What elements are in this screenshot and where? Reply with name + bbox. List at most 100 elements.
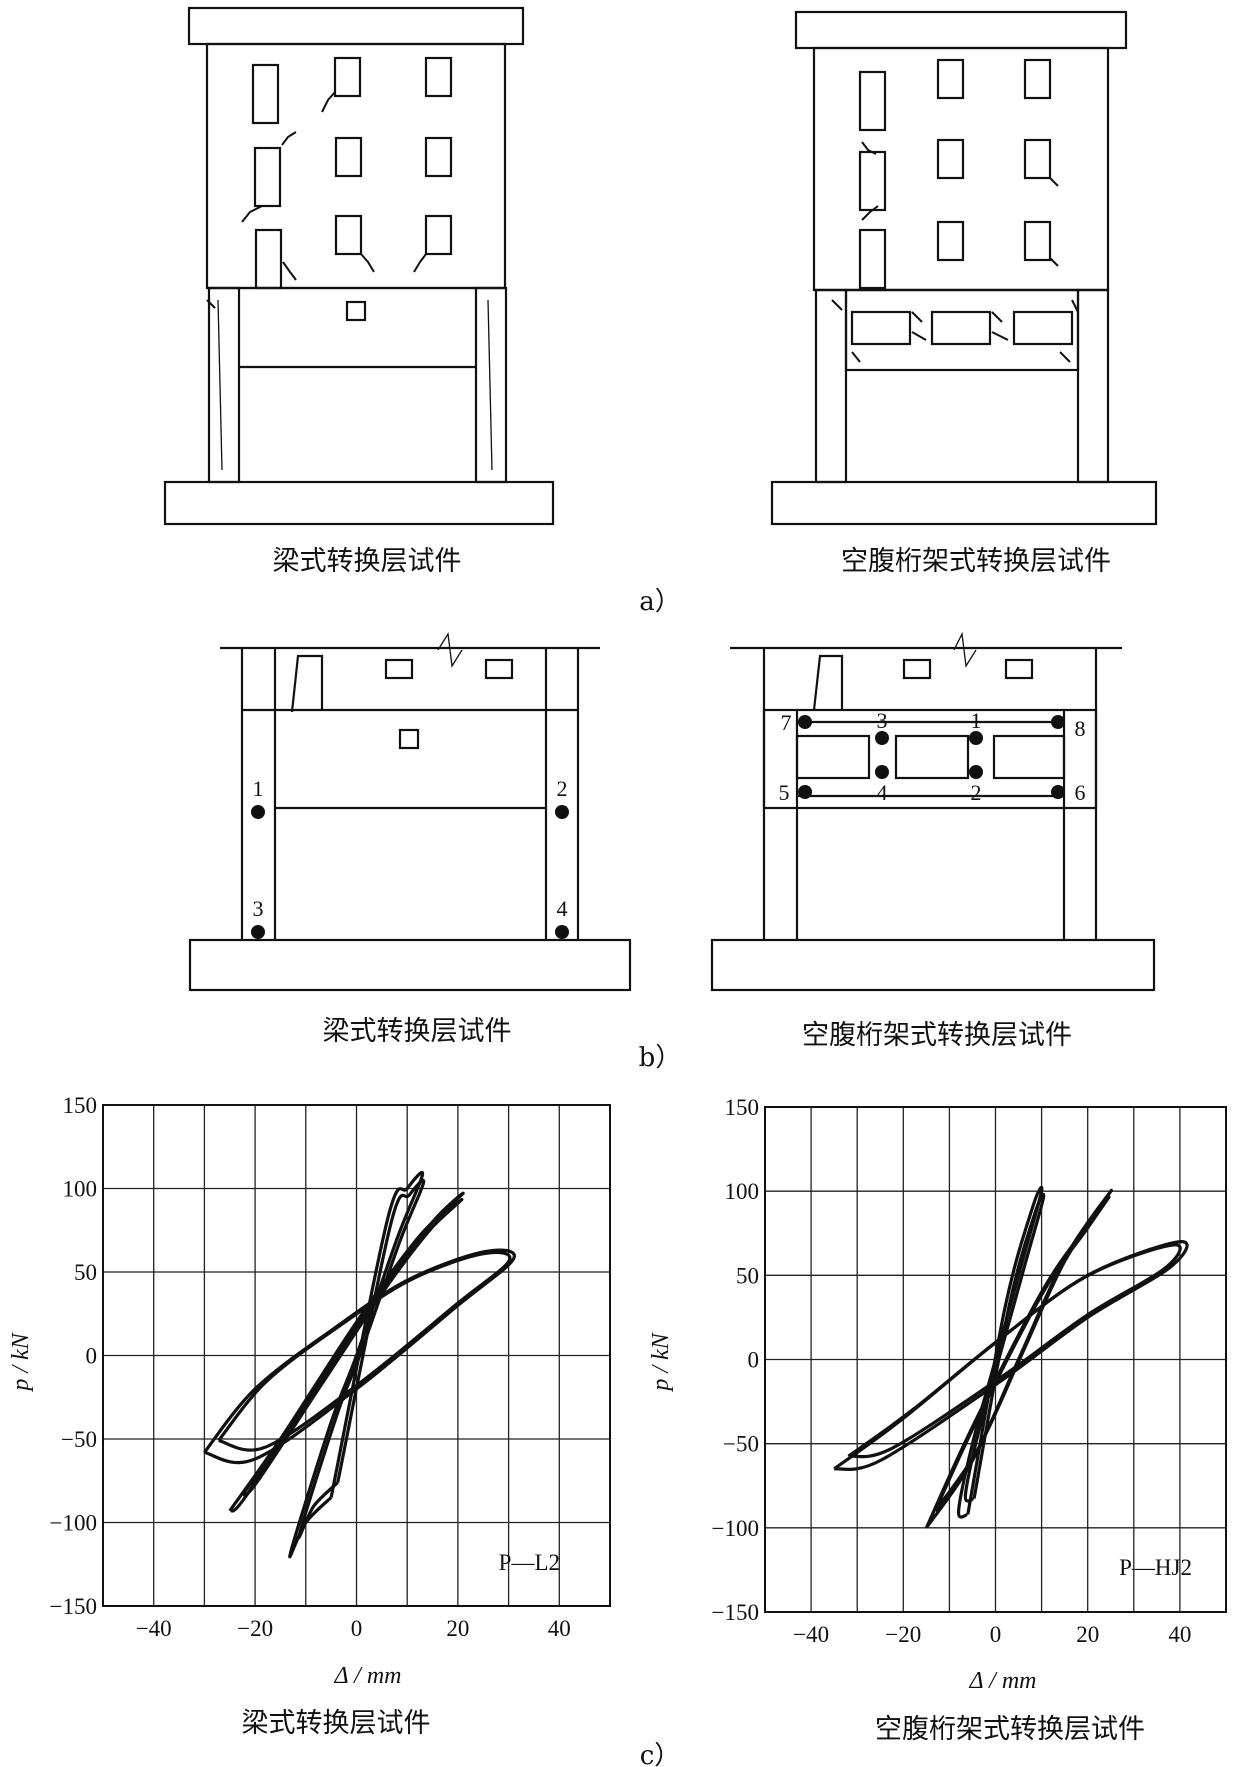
crack-lines [206,91,427,309]
point-label-2: 2 [557,776,568,801]
left-column [207,286,241,484]
top-cap-slab [794,10,1128,50]
x-axis-label: Δ / mm [334,1663,402,1689]
measure-point-8 [1051,715,1065,729]
hysteresis-loop-3-repeat [217,1250,512,1452]
point-label-1: 1 [971,708,982,733]
point-label-4: 4 [877,780,888,805]
measure-point-3 [875,731,889,745]
wall-opening [812,654,844,711]
panel-b-left-drawing [188,632,632,992]
panel-c-label: c） [640,1741,681,1767]
window-openings [251,56,453,290]
base-slab [163,480,555,526]
y-tick-label: 50 [736,1263,759,1288]
crack-lines [861,141,1059,267]
y-tick-label: −100 [712,1516,759,1541]
wall-window [384,658,414,680]
point-label-7: 7 [781,710,792,735]
x-tick-label: 20 [446,1616,469,1641]
x-tick-label: 40 [1168,1622,1191,1647]
measure-point-6 [1051,785,1065,799]
x-tick-label: 40 [548,1616,571,1641]
point-label-8: 8 [1075,716,1086,741]
y-tick-label: −150 [712,1600,759,1625]
y-tick-label: 50 [74,1260,97,1285]
column-crack [487,299,493,471]
panel-a-right-caption: 空腹桁架式转换层试件 [841,546,1111,577]
measure-point-2 [969,765,983,779]
window-openings [858,58,1052,290]
point-label-1: 1 [253,776,264,801]
panel-b-label: b） [639,1043,682,1073]
wall-window [902,658,932,680]
panel-b-right-drawing [710,631,1156,992]
beam-opening [345,300,367,322]
wall-opening [290,654,324,713]
hysteresis-loop-1 [288,1170,425,1559]
y-tick-label: −50 [723,1432,759,1457]
point-label-3: 3 [253,896,264,921]
hysteresis-loop-2-repeat [933,1195,1111,1512]
measure-point-2 [555,805,569,819]
panel-a-right-drawing [770,10,1158,526]
point-label-5: 5 [779,780,790,805]
measure-point-4 [555,925,569,939]
wall-window [1004,658,1034,680]
panel-a-label: a） [639,587,681,617]
plot-frame [764,1106,1227,1613]
point-label-2: 2 [971,780,982,805]
panel-a-left-drawing [163,6,555,526]
panel-c-left-caption: 梁式转换层试件 [242,1708,431,1739]
base-slab [710,938,1156,992]
beam-opening [398,728,420,750]
hysteresis-loop-3-repeat [847,1243,1182,1459]
truss-opening [930,310,992,346]
measure-point-5 [798,785,812,799]
hysteresis-loop-1-repeat [297,1178,426,1539]
top-cap-slab [187,6,525,46]
chart-legend-label: P—HJ2 [1119,1555,1192,1580]
y-axis-label: p / kN [8,1331,34,1392]
panel-c-right-caption: 空腹桁架式转换层试件 [875,1714,1145,1745]
truss-opening [1012,310,1074,346]
y-tick-label: −150 [50,1594,97,1619]
measure-point-1 [251,805,265,819]
column-crack [217,299,223,471]
truss-cracks [831,299,1079,363]
hysteresis-loop-1 [956,1185,1044,1519]
point-label-4: 4 [557,896,568,921]
hysteresis-loop-2-repeat [241,1198,464,1497]
vierendeel-truss [844,288,1080,372]
vierendeel-truss [762,708,1098,810]
x-tick-label: 0 [351,1616,363,1641]
y-axis-label: p / kN [648,1331,674,1392]
x-tick-label: −40 [793,1622,829,1647]
wall-window [484,658,514,680]
right-column [1076,288,1110,484]
y-tick-label: −50 [61,1427,97,1452]
point-label-3: 3 [877,708,888,733]
panel-b-right-caption: 空腹桁架式转换层试件 [802,1020,1072,1051]
x-tick-label: −20 [885,1622,921,1647]
panel-a-left-caption: 梁式转换层试件 [273,546,462,577]
x-tick-label: −40 [136,1616,172,1641]
y-tick-label: 100 [725,1179,760,1204]
upper-wall [205,42,507,290]
left-column [814,288,848,484]
y-tick-label: −100 [50,1511,97,1536]
y-tick-label: 0 [86,1344,98,1369]
x-tick-label: 20 [1076,1622,1099,1647]
plot-frame [102,1104,611,1607]
upper-wall [812,46,1110,292]
measure-point-3 [251,925,265,939]
truss-opening [795,734,871,780]
x-axis-label: Δ / mm [969,1668,1037,1694]
x-tick-label: 0 [990,1622,1002,1647]
truss-opening [894,734,970,780]
base-slab [770,480,1158,526]
measure-point-4 [875,765,889,779]
